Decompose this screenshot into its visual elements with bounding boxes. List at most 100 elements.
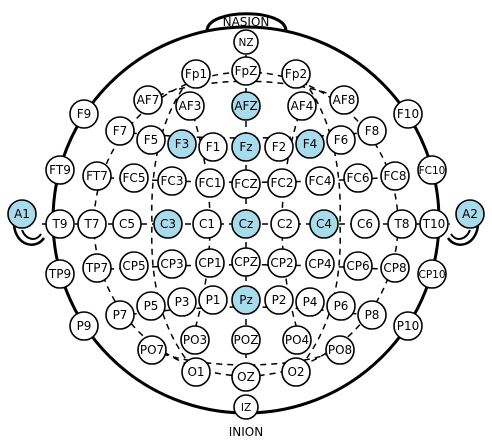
- electrode-F6-disc: [326, 125, 356, 155]
- electrode-P4-label: P4: [303, 295, 318, 309]
- electrode-O1-disc: [181, 357, 211, 387]
- electrode-T9-label: T9: [52, 217, 68, 231]
- electrode-T10-disc: [419, 209, 449, 239]
- electrode-F6-label: F6: [334, 133, 349, 147]
- electrode-TP7: TP7: [82, 253, 112, 283]
- electrode-T7-disc: [77, 209, 107, 239]
- electrode-AFZ-disc: [231, 91, 261, 121]
- electrode-F9-label: F9: [77, 107, 92, 121]
- electrode-P1-disc: [198, 285, 228, 315]
- electrode-FT7-disc: [82, 161, 112, 191]
- electrode-FC1: FC1: [195, 168, 225, 198]
- electrode-F5-label: F5: [144, 133, 159, 147]
- electrode-P2: P2: [264, 285, 294, 315]
- electrode-AF8-label: AF8: [333, 93, 356, 107]
- electrode-C1-disc: [192, 209, 222, 239]
- electrode-FC5-label: FC5: [123, 171, 146, 185]
- electrode-AF8: AF8: [329, 85, 359, 115]
- electrode-AF7-label: AF7: [137, 93, 160, 107]
- electrode-PO3: PO3: [180, 325, 210, 355]
- electrode-F3-disc: [167, 129, 197, 159]
- electrode-POZ-disc: [231, 325, 261, 355]
- electrode-FC6: FC6: [343, 163, 373, 193]
- electrode-F1: F1: [198, 132, 228, 162]
- electrode-NZ: NZ: [233, 29, 259, 55]
- electrode-C3: C3: [153, 209, 183, 239]
- electrode-F1-disc: [198, 132, 228, 162]
- electrode-CP1-disc: [195, 248, 225, 278]
- electrode-FC1-disc: [195, 168, 225, 198]
- electrode-CP5-label: CP5: [122, 259, 145, 273]
- electrode-AF3: AF3: [175, 91, 205, 121]
- electrode-FPZ-disc: [231, 56, 261, 86]
- electrode-P8: P8: [357, 300, 387, 330]
- electrode-PO8-disc: [325, 335, 355, 365]
- electrode-T7: T7: [77, 209, 107, 239]
- electrode-F2-label: F2: [272, 140, 287, 154]
- electrode-PO7-disc: [137, 335, 167, 365]
- electrode-P5: P5: [136, 291, 166, 321]
- electrode-IZ: IZ: [233, 394, 259, 420]
- electrode-O2: O2: [281, 357, 311, 387]
- arc-left-2: [151, 71, 197, 373]
- electrode-C4-disc: [309, 209, 339, 239]
- electrode-FC6-label: FC6: [347, 171, 370, 185]
- electrode-FC10-label: FC10: [419, 165, 446, 177]
- electrode-C2-label: C2: [277, 217, 293, 231]
- electrode-C3-label: C3: [160, 217, 176, 231]
- electrode-A2-disc: [455, 199, 485, 229]
- electrode-F7: F7: [105, 116, 135, 146]
- electrode-F4: F4: [295, 129, 325, 159]
- electrode-CP5: CP5: [119, 251, 149, 281]
- electrode-P9-label: P9: [77, 319, 92, 333]
- electrode-P8-disc: [357, 300, 387, 330]
- electrode-A1: A1: [7, 199, 37, 229]
- electrode-T7-label: T7: [84, 217, 100, 231]
- electrode-C1-label: C1: [199, 217, 215, 231]
- electrode-CZ-label: Cz: [239, 217, 254, 231]
- electrode-AF4-label: AF4: [291, 99, 314, 113]
- electrode-A2-label: A2: [462, 207, 478, 221]
- electrode-PZ-label: Pz: [239, 293, 253, 307]
- electrode-P8-label: P8: [365, 308, 380, 322]
- nasion-label: NASION: [223, 15, 270, 29]
- electrode-AF7: AF7: [133, 85, 163, 115]
- electrode-A1-label: A1: [14, 207, 30, 221]
- electrode-CP3: CP3: [157, 249, 187, 279]
- electrode-F7-disc: [105, 116, 135, 146]
- electrode-FC5-disc: [119, 163, 149, 193]
- electrode-CP8: CP8: [380, 253, 410, 283]
- electrode-T10: T10: [419, 209, 449, 239]
- electrode-FCZ-label: FCZ: [234, 177, 258, 191]
- electrode-CP10-label: CP10: [418, 269, 445, 281]
- electrode-CP6-disc: [343, 251, 373, 281]
- electrode-FP1: Fp1: [181, 59, 211, 89]
- electrode-F5-disc: [136, 125, 166, 155]
- electrode-P9-disc: [69, 311, 99, 341]
- electrode-CP3-disc: [157, 249, 187, 279]
- electrode-P5-disc: [136, 291, 166, 321]
- electrode-IZ-disc: [233, 394, 259, 420]
- electrode-PO4: PO4: [282, 325, 312, 355]
- electrode-FZ-disc: [231, 132, 261, 162]
- electrode-P10: P10: [393, 311, 423, 341]
- electrode-NZ-label: NZ: [238, 37, 253, 49]
- electrode-POZ: POZ: [231, 325, 261, 355]
- electrode-NZ-disc: [233, 29, 259, 55]
- electrode-AF3-label: AF3: [179, 99, 202, 113]
- electrode-C3-disc: [153, 209, 183, 239]
- electrode-P6: P6: [326, 291, 356, 321]
- electrode-T9-disc: [45, 209, 75, 239]
- electrode-T8-disc: [387, 209, 417, 239]
- electrode-F10-disc: [393, 99, 423, 129]
- electrode-F8: F8: [357, 116, 387, 146]
- electrode-FC6-disc: [343, 163, 373, 193]
- electrode-AF4-disc: [287, 91, 317, 121]
- electrode-C5-disc: [112, 209, 142, 239]
- electrode-P2-label: P2: [272, 293, 287, 307]
- electrode-F7-label: F7: [113, 124, 128, 138]
- right-ear: [446, 224, 480, 246]
- electrode-F9-disc: [69, 99, 99, 129]
- electrode-FP1-label: Fp1: [185, 67, 207, 81]
